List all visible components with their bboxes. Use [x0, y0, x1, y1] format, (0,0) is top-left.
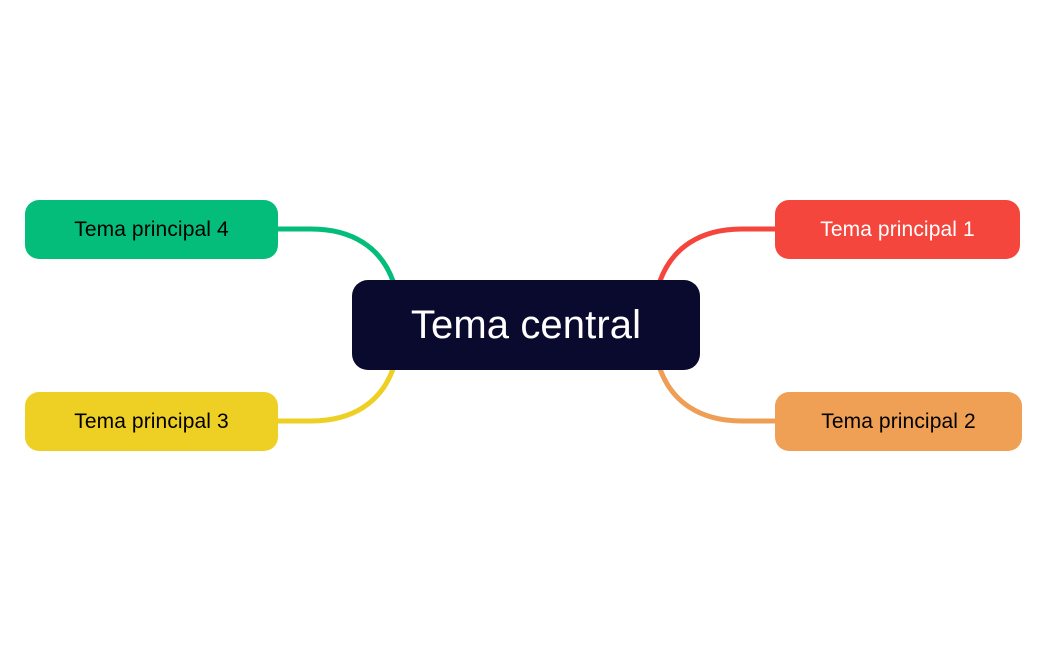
branch-node-topic-4[interactable]: Tema principal 4	[25, 200, 278, 259]
branch-node-topic-3[interactable]: Tema principal 3	[25, 392, 278, 451]
branch-node-topic-2[interactable]: Tema principal 2	[775, 392, 1022, 451]
branch-node-label-topic-3: Tema principal 3	[74, 410, 229, 433]
branch-node-label-topic-1: Tema principal 1	[820, 218, 975, 241]
branch-node-label-topic-4: Tema principal 4	[74, 218, 229, 241]
branch-node-topic-1[interactable]: Tema principal 1	[775, 200, 1020, 259]
branch-node-label-topic-2: Tema principal 2	[821, 410, 976, 433]
connector-topic-4	[275, 226, 396, 284]
connector-topic-3	[275, 366, 396, 424]
central-node[interactable]: Tema central	[352, 280, 700, 370]
central-node-label: Tema central	[410, 303, 642, 347]
connector-topic-1	[657, 226, 778, 284]
connector-topic-2	[657, 366, 778, 424]
